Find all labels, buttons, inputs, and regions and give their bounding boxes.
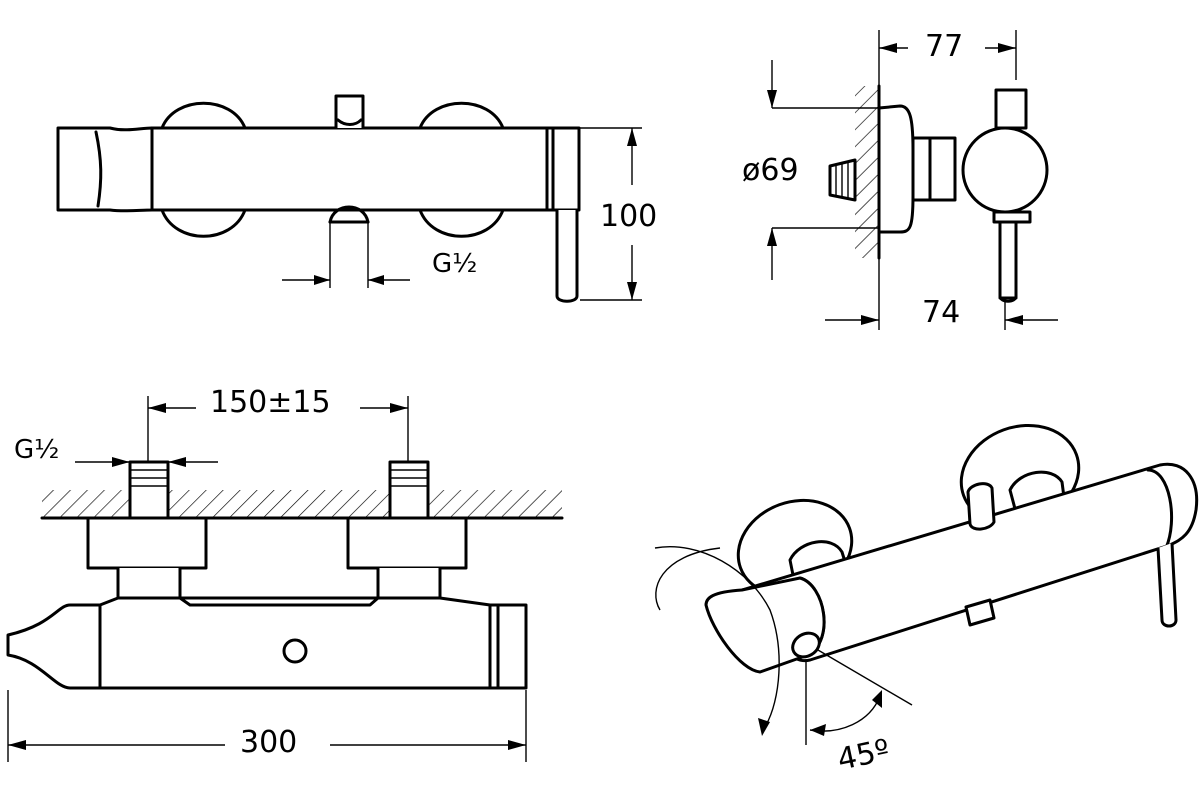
front-thread-label: G½ — [432, 249, 477, 279]
top-length-label: 300 — [240, 725, 297, 760]
top-thread-label: G½ — [14, 435, 59, 465]
side-bottom-label: 74 — [922, 295, 960, 330]
top-view — [6, 396, 564, 762]
front-height-label: 100 — [600, 199, 657, 234]
front-view — [56, 94, 642, 303]
top-spacing-label: 150±15 — [210, 385, 331, 420]
side-top-label: 77 — [925, 29, 963, 64]
side-diameter-label: ø69 — [742, 153, 799, 188]
iso-angle-label: 45º — [834, 733, 892, 778]
side-view — [767, 30, 1058, 330]
iso-view — [654, 423, 1199, 745]
